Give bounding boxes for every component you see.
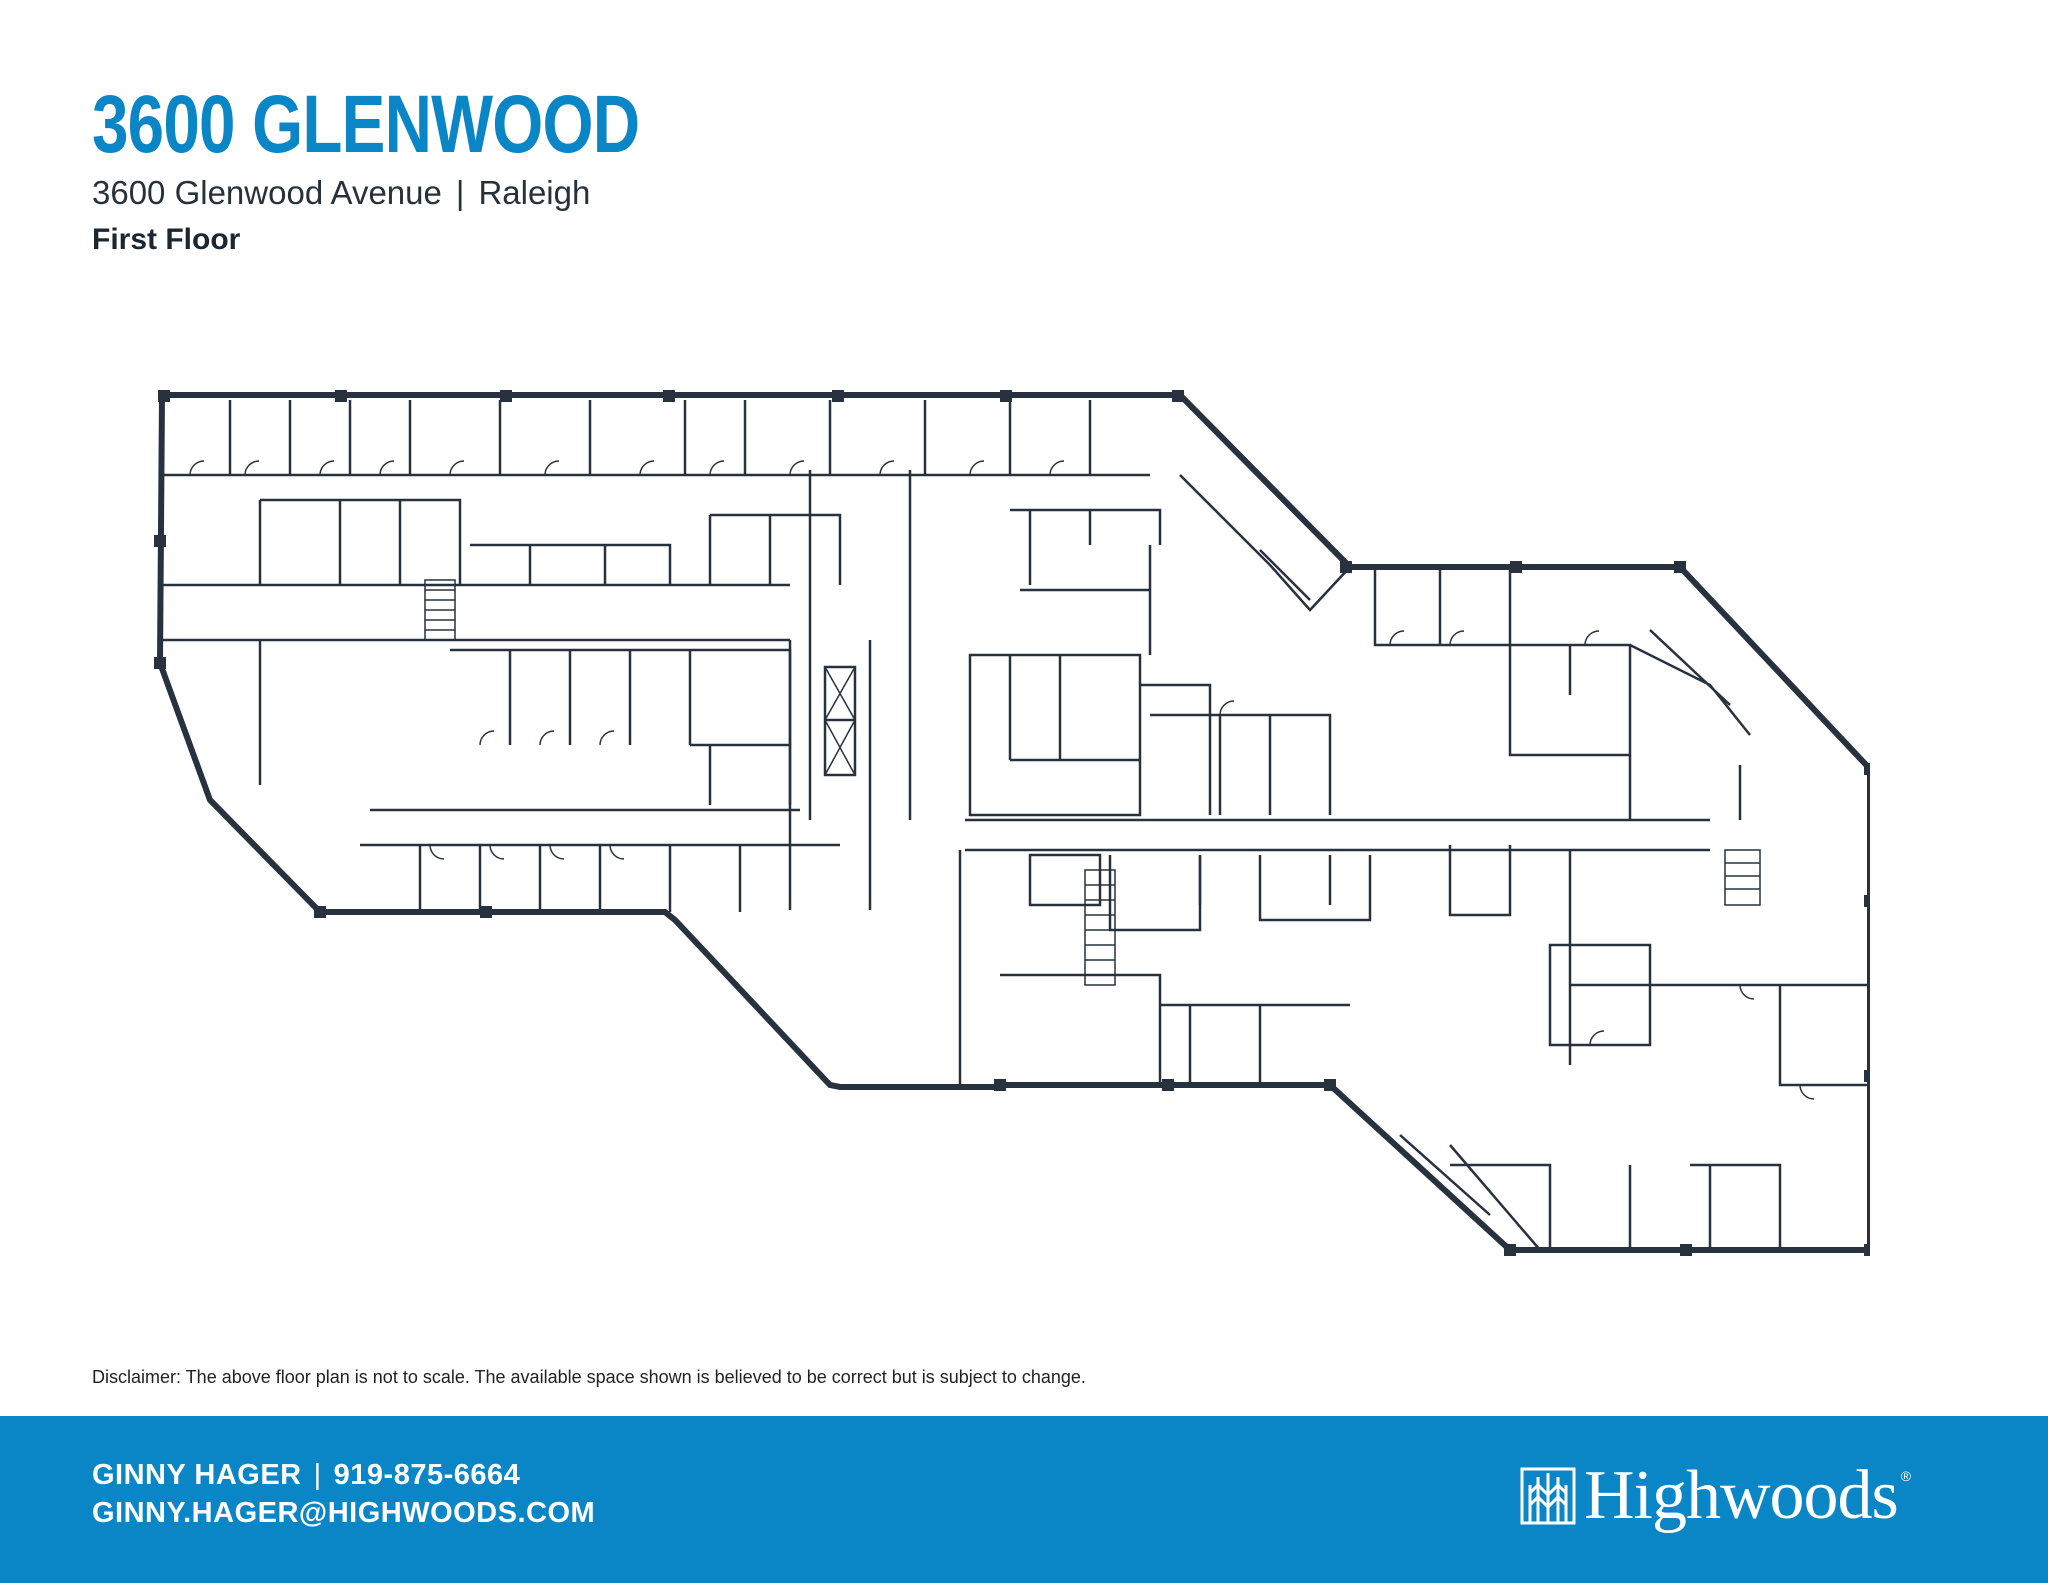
highwoods-tree-icon: [1520, 1467, 1576, 1525]
floor-label: First Floor: [92, 223, 241, 256]
floor-plan-interior-walls: [162, 400, 1870, 1251]
contact-block: GINNY HAGER | 919-875-6664 GINNY.HAGER@HIG…: [92, 1456, 595, 1532]
floor-plan-door-swings: [189, 460, 1815, 1100]
contact-separator: |: [313, 1459, 322, 1491]
building-title: 3600 GLENWOOD: [92, 79, 640, 170]
footer-bar: GINNY HAGER | 919-875-6664 GINNY.HAGER@HIG…: [0, 1416, 2048, 1583]
address-street: 3600 Glenwood Avenue: [92, 174, 442, 211]
building-address: 3600 Glenwood Avenue | Raleigh: [92, 176, 590, 209]
floor-plan: [154, 390, 1870, 1256]
contact-name: GINNY HAGER: [92, 1459, 302, 1491]
contact-email[interactable]: GINNY.HAGER@HIGHWOODS.COM: [92, 1497, 596, 1529]
address-city: Raleigh: [478, 174, 591, 211]
disclaimer-text: Disclaimer: The above floor plan is not …: [92, 1367, 1086, 1387]
highwoods-wordmark: Highwoods: [1584, 1457, 1899, 1534]
floor-plan-window-mullions: [154, 390, 1870, 1256]
contact-phone[interactable]: 919-875-6664: [333, 1459, 521, 1491]
floor-plan-outline: [156, 392, 1870, 1253]
contact-line: GINNY HAGER | 919-875-6664: [92, 1456, 595, 1494]
highwoods-logo: Highwoods ®: [1520, 1456, 1960, 1536]
address-separator: |: [455, 174, 465, 211]
registered-mark: ®: [1900, 1468, 1912, 1484]
